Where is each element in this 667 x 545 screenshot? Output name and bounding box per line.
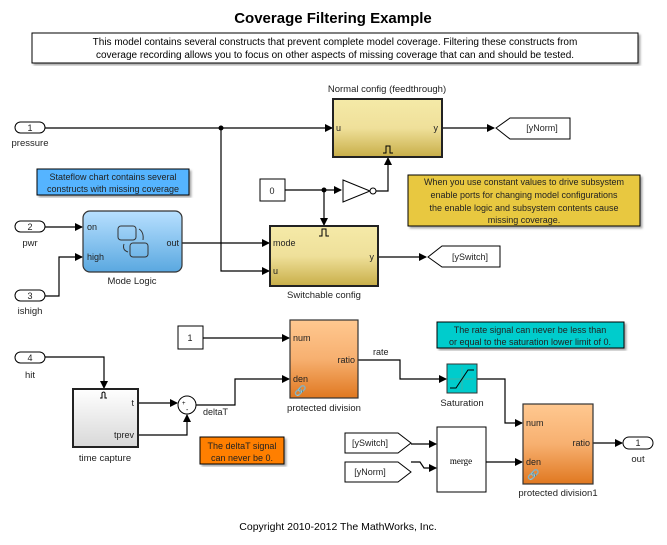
block-label: protected division1 [518,488,597,499]
port-label: ratio [572,438,590,448]
note-enable: When you use constant values to drive su… [407,174,641,227]
tag-label: [yNorm] [354,467,386,477]
enable-icon [383,145,393,154]
note-line: enable ports for changing model configur… [430,190,618,200]
note-line: or equal to the saturation lower limit o… [449,337,611,347]
note-line: The deltaT signal [208,441,277,451]
block-label: Normal config (feedthrough) [328,84,446,95]
inport-ishigh[interactable]: 3 ishigh [14,289,46,317]
port-label: out [631,454,645,465]
note-line: When you use constant values to drive su… [424,177,624,187]
port-label: y [434,123,439,133]
inport-pwr[interactable]: 2 pwr [14,220,46,249]
port-label: hit [25,370,35,381]
block-label: Saturation [440,398,483,409]
port-label: high [87,252,104,262]
logical-not-block[interactable] [342,179,377,203]
port-number: 2 [27,222,32,232]
saturation-block[interactable]: Saturation [440,363,484,409]
constant-one[interactable]: 1 [177,325,204,350]
port-label: pressure [12,138,49,149]
port-label: on [87,222,97,232]
normal-config-subsystem[interactable]: Normal config (feedthrough) u y [328,84,446,158]
port-number: 3 [27,291,32,301]
saturation-icon [450,369,474,389]
stateflow-icon [117,225,149,258]
port-label: num [293,333,311,343]
description-box [31,32,639,64]
port-label: mode [273,238,296,248]
outport-out[interactable]: 1 out [622,436,654,465]
trigger-icon [100,391,107,399]
port-number: 4 [27,353,32,363]
sum-block[interactable]: + - deltaT [177,395,229,417]
port-label: den [293,374,308,384]
protected-division-block[interactable]: num den ratio 🔗 protected division rate [287,319,389,414]
port-number: 1 [27,123,32,133]
block-label: Switchable config [287,290,361,301]
port-label: den [526,457,541,467]
constant-value: 0 [269,186,274,196]
library-link-icon: 🔗 [527,468,540,481]
tag-label: [yNorm] [526,123,558,133]
note-line: the enable logic and subsystem contents … [429,203,618,213]
tag-label: [ySwitch] [352,438,388,448]
goto-yswitch[interactable]: [ySwitch] [427,245,501,268]
port-label: t [131,398,134,408]
port-label: tprev [114,430,135,440]
library-link-icon: 🔗 [294,384,307,397]
note-line: constructs with missing coverage [47,184,179,194]
block-label: Mode Logic [107,276,156,287]
tag-label: [ySwitch] [452,252,488,262]
sign-minus: - [186,407,189,414]
port-label: num [526,418,544,428]
signal-label: rate [373,347,389,357]
port-label: out [166,238,179,248]
protected-division1-block[interactable]: num den ratio 🔗 protected division1 [518,403,598,499]
note-deltat: The deltaT signal can never be 0. [199,436,285,465]
page-title: Coverage Filtering Example [234,10,432,27]
port-label: u [273,266,278,276]
signal-label: deltaT [203,407,229,417]
copyright: Copyright 2010-2012 The MathWorks, Inc. [239,521,436,533]
from-yswitch[interactable]: [ySwitch] [344,432,412,454]
from-ynorm[interactable]: [yNorm] [344,461,412,483]
port-label: ratio [337,355,355,365]
mode-logic-chart[interactable]: on high out Mode Logic [82,210,183,287]
block-label: protected division [287,403,361,414]
block-label: merge [450,456,472,466]
port-label: pwr [22,238,37,249]
note-line: can never be 0. [211,453,273,463]
constant-zero[interactable]: 0 [259,178,286,202]
note-rate: The rate signal can never be less than o… [436,321,625,349]
port-label: u [336,123,341,133]
switchable-config-subsystem[interactable]: mode u y Switchable config [269,225,379,301]
note-line: missing coverage. [488,215,561,225]
note-line: Stateflow chart contains several [49,172,176,182]
sign-plus: + [182,401,186,407]
constant-value: 1 [187,333,192,343]
block-label: time capture [79,453,131,464]
merge-block[interactable]: merge [436,426,487,493]
goto-ynorm[interactable]: [yNorm] [495,117,571,140]
port-label: ishigh [18,306,43,317]
enable-icon [319,228,329,237]
port-label: y [370,252,375,262]
note-stateflow: Stateflow chart contains several constru… [36,168,190,196]
inport-pressure[interactable]: 1 pressure [12,121,49,149]
time-capture-subsystem[interactable]: t tprev time capture [72,388,139,464]
description-line-1: This model contains several constructs t… [93,37,578,48]
inport-hit[interactable]: 4 hit [14,351,46,381]
note-line: The rate signal can never be less than [454,325,607,335]
signal-lines [45,124,623,472]
port-number: 1 [635,438,640,448]
description-line-2: coverage recording allows you to focus o… [96,50,574,61]
